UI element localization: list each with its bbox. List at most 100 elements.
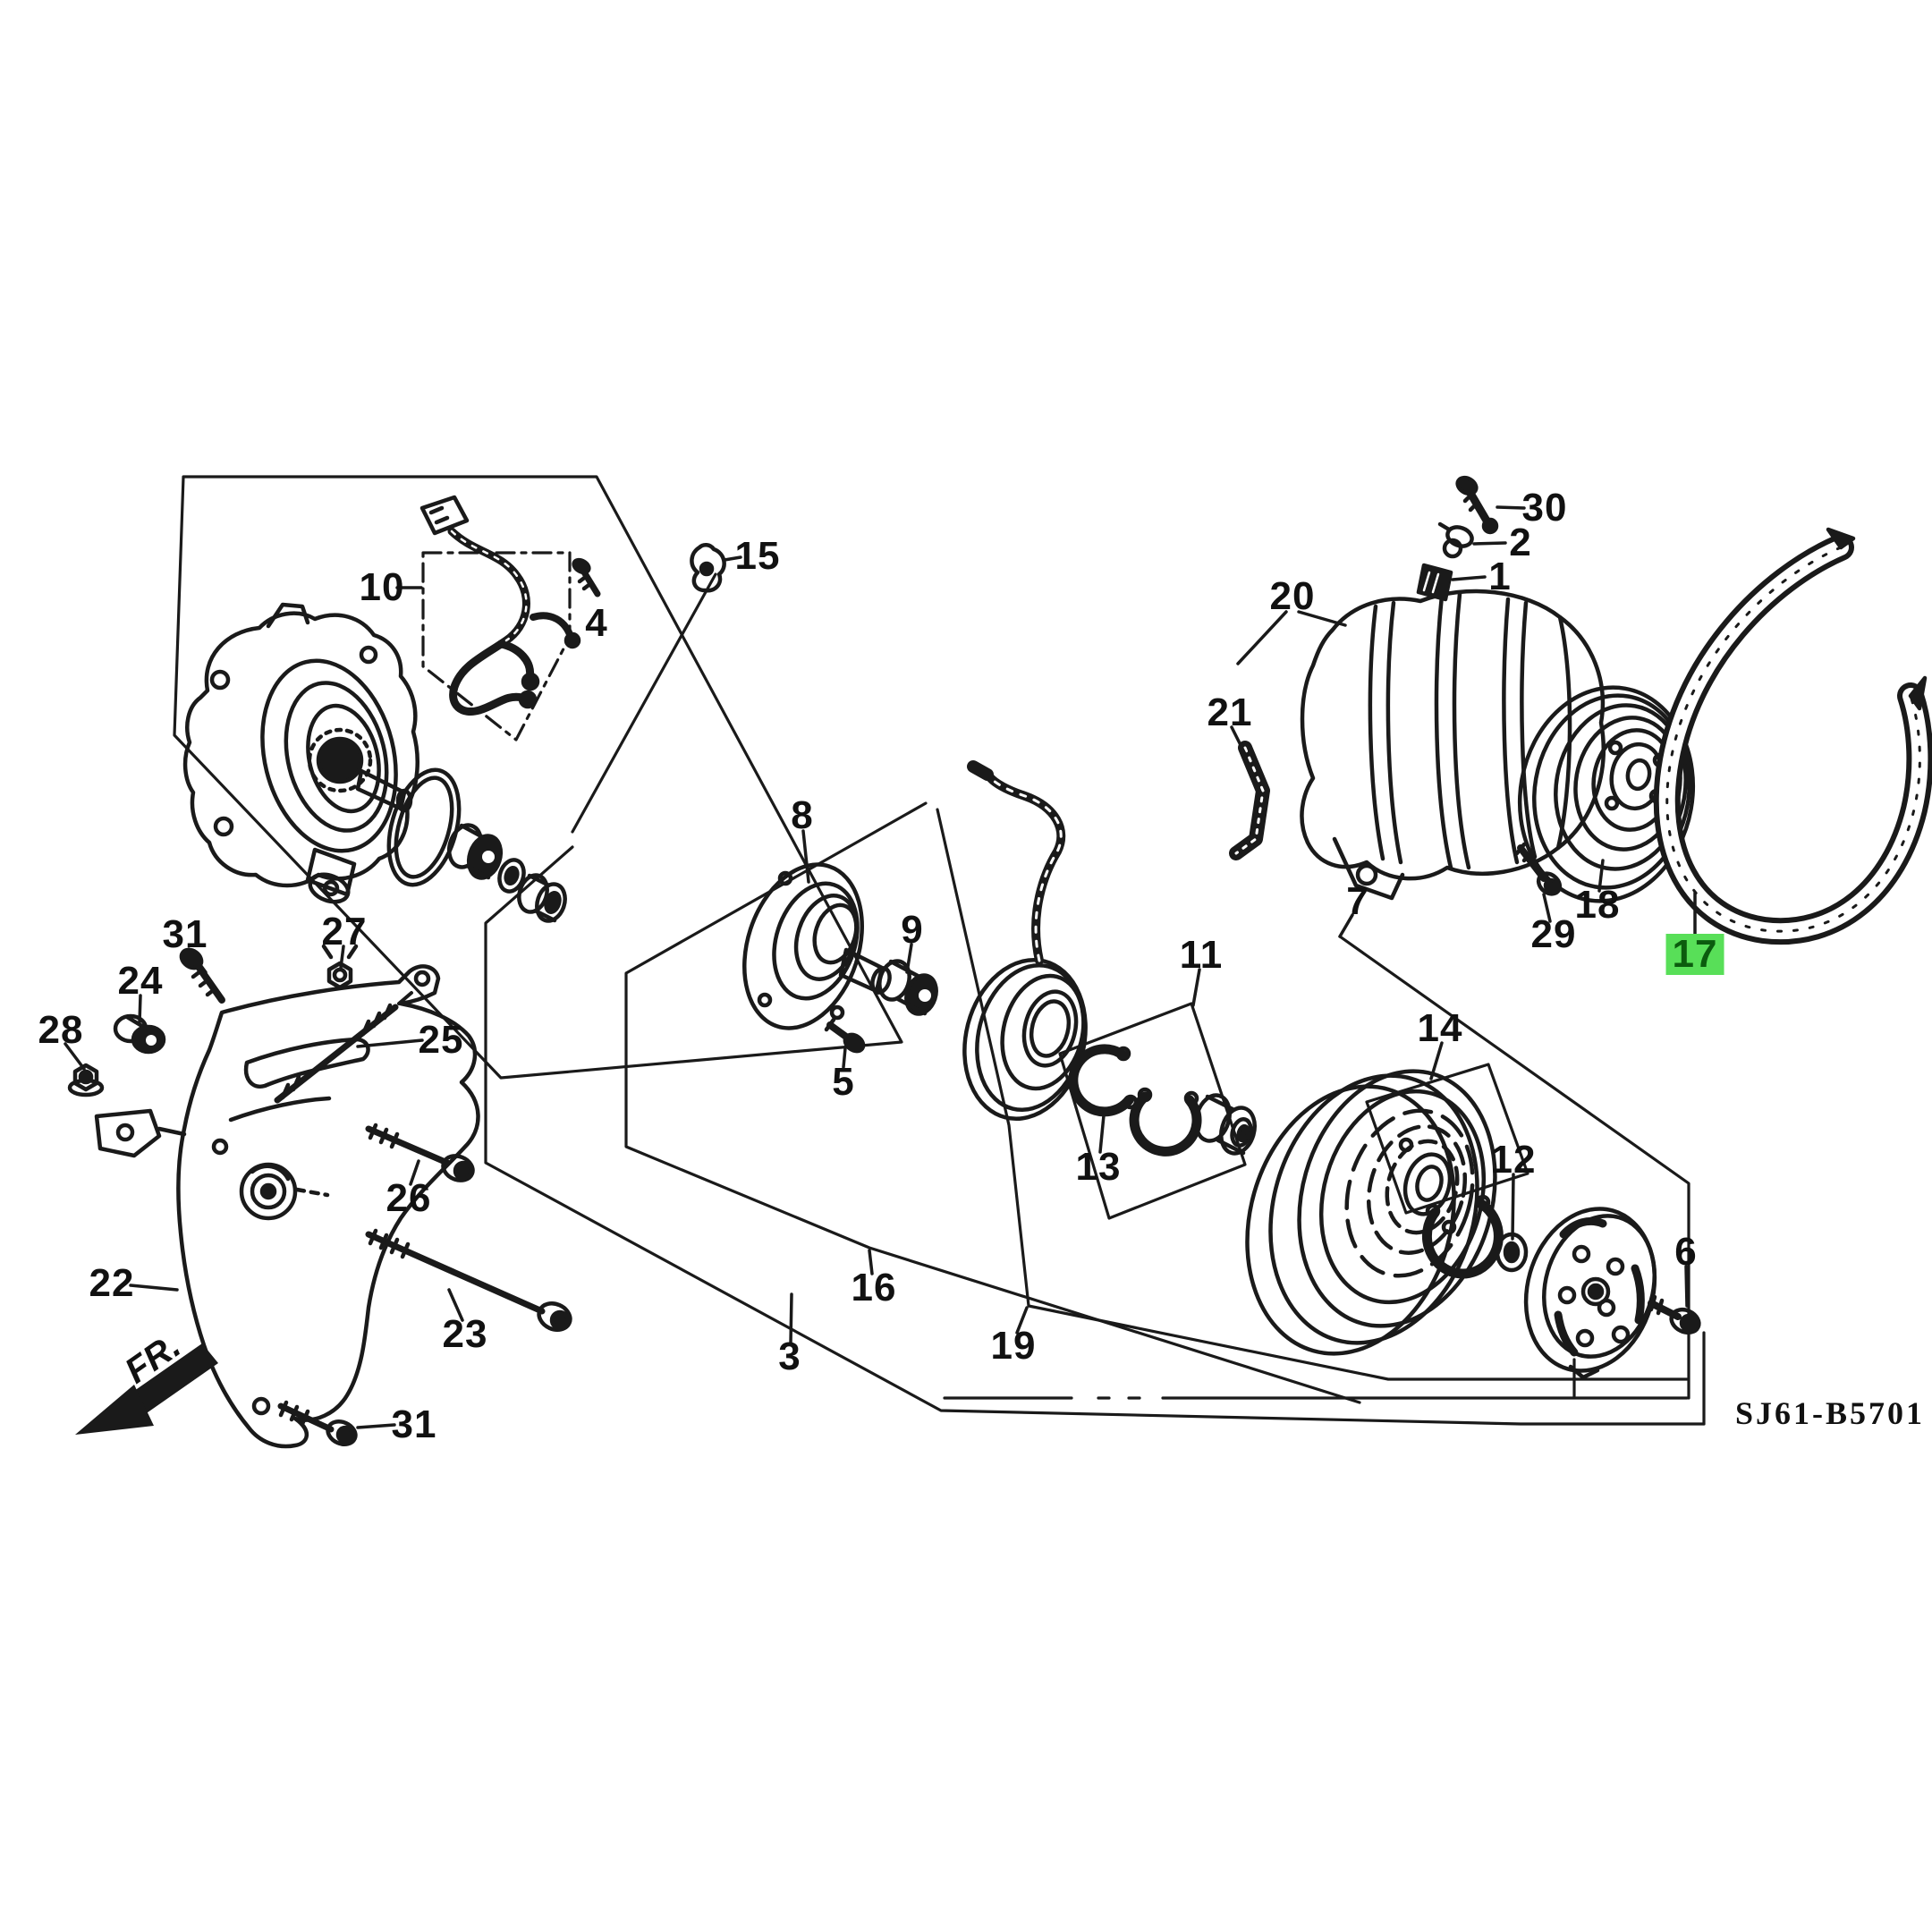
rotor-pulley <box>1245 1069 1497 1356</box>
spring-coupler <box>877 959 938 1016</box>
hub-plate <box>742 862 892 1030</box>
drive-belt <box>1653 527 1932 945</box>
leader-lines <box>64 505 1697 1429</box>
bolt-23 <box>365 1228 572 1332</box>
bolt-6 <box>1648 1294 1701 1335</box>
compressor-body <box>182 602 419 904</box>
clip-15 <box>690 543 726 593</box>
screw-5 <box>824 1017 866 1054</box>
valve-core-2 <box>1437 521 1474 559</box>
callout-1[interactable]: 1 <box>1488 555 1512 598</box>
callout-12[interactable]: 12 <box>1490 1138 1537 1182</box>
leader-31 <box>187 947 208 974</box>
callout-8[interactable]: 8 <box>791 793 814 837</box>
group-outline-boxes <box>173 475 1706 1426</box>
leader-15 <box>723 555 742 562</box>
seal-washer <box>497 858 526 894</box>
clutch-bearing <box>1194 1093 1257 1156</box>
callout-15[interactable]: 15 <box>734 534 781 578</box>
screw-4 <box>572 557 601 597</box>
leader-7 <box>1338 913 1354 938</box>
wire-harness <box>419 495 581 716</box>
bolt-29 <box>1514 842 1563 896</box>
nut-28 <box>67 1063 105 1097</box>
leader-30 <box>1496 505 1526 510</box>
leader-9 <box>905 943 913 974</box>
field-coil <box>962 760 1088 1122</box>
bolt-31-lower <box>277 1400 358 1446</box>
o-ring-gasket <box>386 767 462 887</box>
callout-27[interactable]: 27 <box>321 910 368 953</box>
leader-21 <box>1230 725 1247 756</box>
leader-1 <box>1451 575 1487 581</box>
callout-30[interactable]: 30 <box>1521 486 1568 530</box>
callout-24[interactable]: 24 <box>117 959 164 1003</box>
leader-6 <box>1684 1265 1689 1308</box>
collar-24 <box>113 1013 166 1055</box>
leader-28 <box>64 1042 86 1071</box>
leader-8 <box>801 829 810 884</box>
callout-5[interactable]: 5 <box>832 1060 855 1104</box>
shaft-bearing <box>517 873 567 923</box>
leader-26 <box>409 1159 420 1186</box>
torsion-rod-21 <box>1229 741 1270 860</box>
callout-21[interactable]: 21 <box>1207 691 1253 734</box>
fr-arrow <box>75 1343 218 1435</box>
leader-3 <box>789 1292 793 1344</box>
callout-14[interactable]: 14 <box>1417 1006 1463 1050</box>
leader-20 <box>1236 610 1288 665</box>
snap-ring-13 <box>1068 1044 1139 1117</box>
callout-28[interactable]: 28 <box>38 1008 84 1052</box>
bolt-26 <box>365 1123 475 1182</box>
callout-25[interactable]: 25 <box>418 1018 464 1062</box>
callout-6[interactable]: 6 <box>1674 1230 1698 1274</box>
snap-ring-14 <box>1421 1194 1504 1279</box>
callout-13[interactable]: 13 <box>1075 1145 1122 1189</box>
diagram-code: SJ61-B5701 A <box>1735 1395 1932 1431</box>
callout-22[interactable]: 22 <box>89 1261 135 1305</box>
callout-17-highlighted[interactable]: 17 <box>1665 934 1724 975</box>
leader-5 <box>842 1046 847 1069</box>
callout-10[interactable]: 10 <box>359 565 405 609</box>
callout-31[interactable]: 31 <box>391 1402 437 1446</box>
leader-13 <box>1098 1114 1106 1154</box>
leader-27 <box>339 945 345 970</box>
callout-19[interactable]: 19 <box>990 1324 1037 1368</box>
callout-29[interactable]: 29 <box>1530 912 1577 956</box>
valve-cap-1 <box>1416 563 1453 602</box>
snap-ring-11 <box>1129 1087 1202 1157</box>
callout-7[interactable]: 7 <box>1346 879 1369 923</box>
charge-valve-30 <box>1455 475 1499 535</box>
callout-26[interactable]: 26 <box>386 1176 432 1220</box>
callout-9[interactable]: 9 <box>901 908 924 952</box>
callout-3[interactable]: 3 <box>778 1335 801 1378</box>
leader-29 <box>1542 893 1552 923</box>
stud-25 <box>274 991 413 1104</box>
leader-25 <box>356 1038 424 1048</box>
callout-31[interactable]: 31 <box>162 912 208 956</box>
nut-27 <box>321 944 359 990</box>
leader-16 <box>868 1249 874 1275</box>
callout-11[interactable]: 11 <box>1179 933 1224 977</box>
leader-14 <box>1429 1041 1444 1080</box>
leader-19 <box>1015 1306 1029 1335</box>
callout-4[interactable]: 4 <box>585 601 608 645</box>
mount-bracket <box>94 964 480 1449</box>
leader-18 <box>1597 859 1605 893</box>
callout-18[interactable]: 18 <box>1574 883 1621 927</box>
leader-22 <box>129 1284 179 1292</box>
leader-23 <box>447 1288 464 1322</box>
leader-2 <box>1472 541 1507 546</box>
leader-20 <box>1297 610 1347 627</box>
leader-11 <box>1191 968 1201 1007</box>
belt-cover <box>1300 589 1606 901</box>
clutch-disc <box>1523 1207 1657 1380</box>
leader-31 <box>356 1423 396 1429</box>
callout-2[interactable]: 2 <box>1509 521 1532 564</box>
callout-20[interactable]: 20 <box>1269 574 1316 618</box>
callout-16[interactable]: 16 <box>851 1266 897 1309</box>
callout-23[interactable]: 23 <box>442 1312 488 1356</box>
seal-cartridge <box>446 823 504 880</box>
